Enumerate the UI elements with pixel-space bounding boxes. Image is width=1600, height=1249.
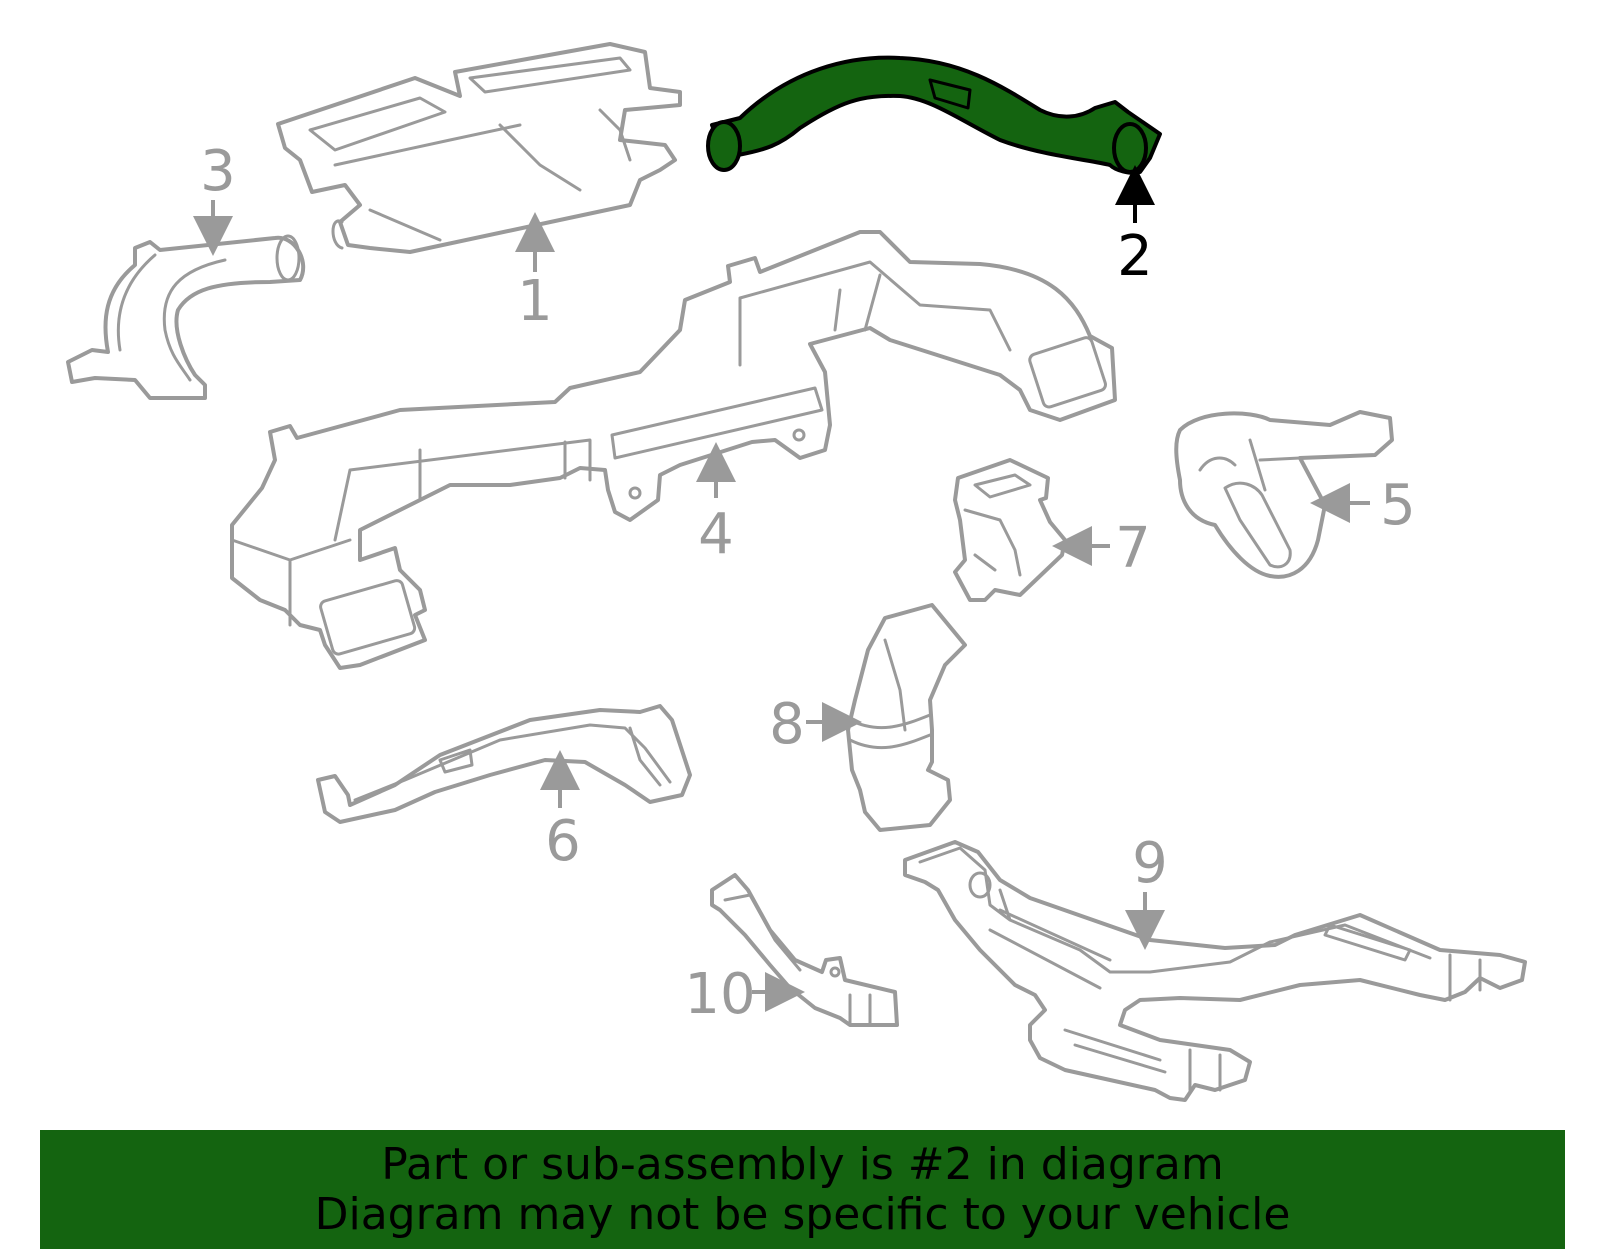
info-banner: Part or sub-assembly is #2 in diagram Di… — [40, 1130, 1565, 1249]
part-8-vertical-duct[interactable] — [846, 603, 967, 832]
part-5-side-duct[interactable] — [1174, 410, 1394, 579]
callout-6: 6 — [540, 750, 581, 874]
callout-3: 3 — [193, 139, 236, 256]
callout-9-label: 9 — [1132, 831, 1168, 896]
callout-1: 1 — [515, 212, 555, 334]
callout-6-label: 6 — [545, 809, 581, 874]
callout-8-label: 8 — [769, 692, 805, 757]
part-10-bracket[interactable] — [710, 873, 899, 1027]
callout-3-label: 3 — [200, 139, 236, 204]
callout-4-label: 4 — [698, 502, 734, 567]
part-4-center-duct[interactable] — [230, 230, 1117, 670]
callout-10-label: 10 — [684, 962, 755, 1027]
part-2-duct-highlighted[interactable] — [706, 55, 1162, 175]
part-1-duct[interactable] — [276, 42, 682, 254]
part-7-small-duct[interactable] — [953, 458, 1067, 602]
part-6-lower-duct[interactable] — [316, 704, 692, 824]
callout-2: 2 — [1115, 165, 1155, 289]
callout-10: 10 — [684, 962, 805, 1027]
callout-5-label: 5 — [1380, 473, 1416, 538]
callout-2-label: 2 — [1117, 224, 1153, 289]
part-3-elbow-duct[interactable] — [66, 234, 306, 400]
callout-5: 5 — [1310, 473, 1416, 538]
part-9-lower-large-duct[interactable] — [903, 840, 1527, 1102]
callout-7-label: 7 — [1115, 516, 1151, 581]
callout-1-label: 1 — [517, 269, 553, 334]
banner-line-disclaimer: Diagram may not be specific to your vehi… — [314, 1189, 1291, 1240]
banner-line-part: Part or sub-assembly is #2 in diagram — [381, 1139, 1224, 1190]
parts-diagram: 1 2 3 4 5 6 7 8 9 10 — [66, 42, 1527, 1102]
callout-7: 7 — [1052, 516, 1151, 581]
callout-9: 9 — [1125, 831, 1168, 950]
callout-4: 4 — [696, 442, 736, 567]
callout-8: 8 — [769, 692, 862, 757]
